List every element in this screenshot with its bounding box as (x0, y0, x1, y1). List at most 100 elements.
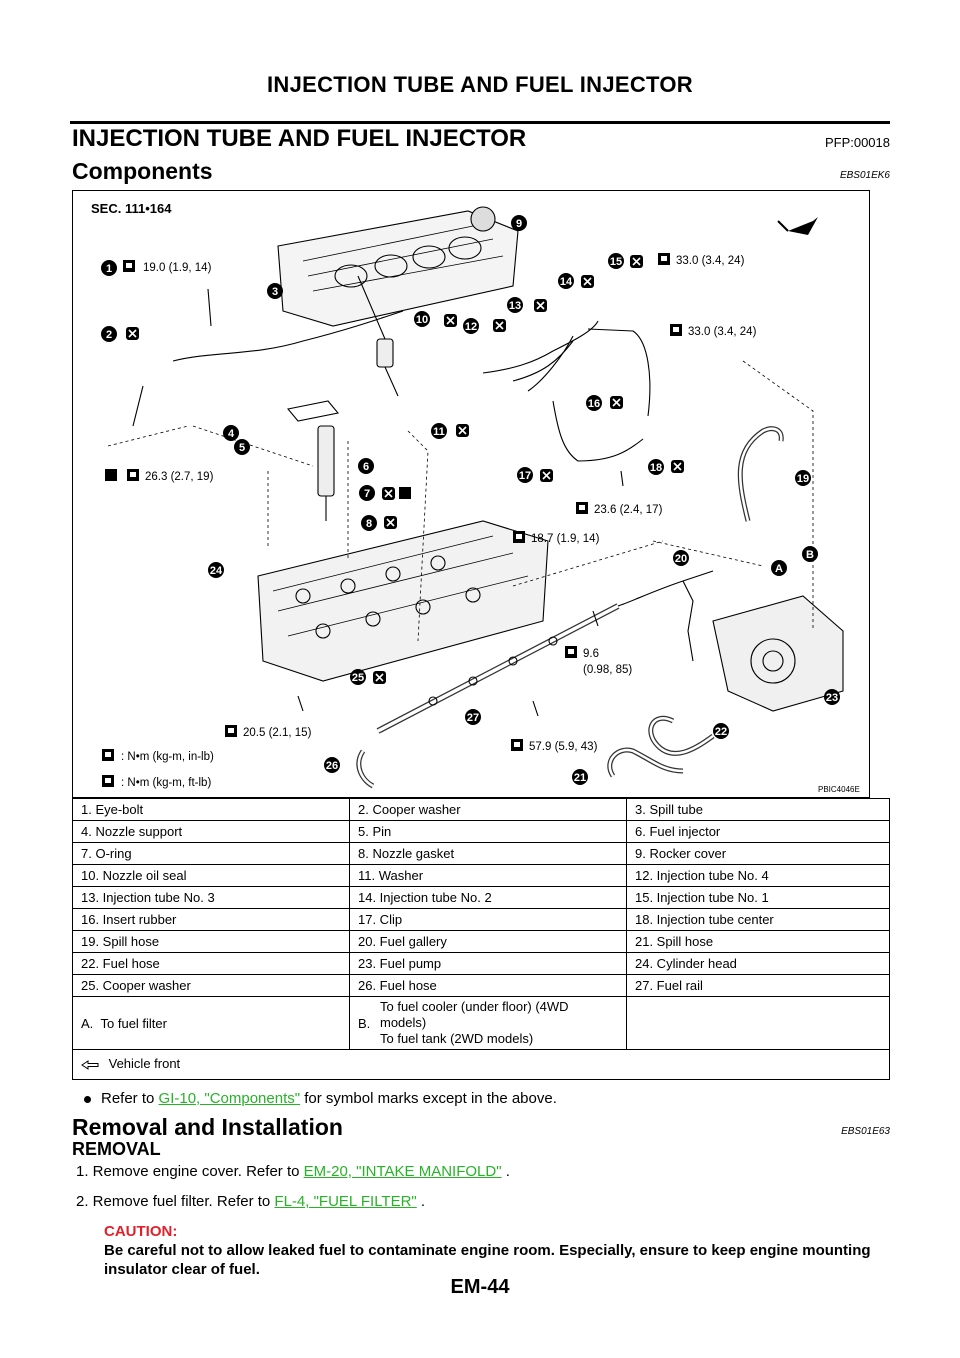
svg-text:26: 26 (326, 760, 338, 772)
svg-text:25: 25 (352, 672, 364, 684)
svg-text:15: 15 (610, 256, 622, 268)
torque-rail-end: 57.9 (5.9, 43) (529, 741, 598, 753)
svg-text:16: 16 (588, 398, 600, 410)
callout-16: 16 (586, 395, 602, 411)
section-title: INJECTION TUBE AND FUEL INJECTOR (72, 125, 527, 152)
svg-text:19: 19 (797, 473, 809, 485)
callout-22: 22 (713, 723, 729, 739)
callout-1: 1 (101, 260, 117, 276)
legend-ftlb: : N•m (kg-m, ft-lb) (121, 777, 211, 789)
callout-9: 9 (511, 215, 527, 231)
svg-text:B: B (806, 549, 814, 561)
link-fl-4[interactable]: FL-4, "FUEL FILTER" (274, 1193, 417, 1210)
torque-rail-bolt: 20.5 (2.1, 15) (243, 727, 312, 739)
callout-26: 26 (324, 757, 340, 773)
callout-4: 4 (223, 425, 239, 441)
torque-center: 33.0 (3.4, 24) (688, 326, 757, 338)
svg-text:23: 23 (826, 692, 838, 704)
svg-text:1: 1 (106, 263, 112, 275)
callout-19: 19 (795, 470, 811, 486)
removal-title: Removal and Installation (72, 1114, 343, 1140)
callout-27: 27 (465, 709, 481, 725)
svg-text:14: 14 (560, 276, 573, 288)
callout-6: 6 (358, 458, 374, 474)
figure-id: PBIC4046E (818, 785, 860, 794)
bullet-icon (84, 1095, 91, 1103)
callout-23: 23 (824, 689, 840, 705)
removal-code: EBS01E63 (841, 1126, 890, 1137)
sec-label: SEC. 111•164 (91, 201, 172, 216)
svg-text:5: 5 (239, 442, 245, 454)
removal-subtitle: REMOVAL (72, 1139, 161, 1159)
link-em-20[interactable]: EM-20, "INTAKE MANIFOLD" (303, 1163, 502, 1180)
components-code: EBS01EK6 (839, 170, 890, 181)
callout-2: 2 (101, 326, 117, 342)
svg-text:24: 24 (210, 565, 223, 577)
torque-gallery: 18.7 (1.9, 14) (531, 533, 600, 545)
exploded-view-svg: 1 2 3 4 5 6 7 8 9 10 11 12 13 14 15 16 1… (91, 201, 860, 794)
torque-rail-a: 9.6 (583, 648, 599, 660)
callout-18: 18 (648, 459, 664, 475)
callout-12: 12 (463, 318, 479, 334)
callout-14: 14 (558, 273, 574, 289)
svg-text:A: A (775, 563, 783, 575)
svg-text:4: 4 (228, 428, 235, 440)
svg-text:7: 7 (364, 488, 370, 500)
callout-3: 3 (267, 283, 283, 299)
callout-11: 11 (431, 423, 447, 439)
svg-text:21: 21 (574, 772, 586, 784)
components-diagram: 1 2 3 4 5 6 7 8 9 10 11 12 13 14 15 16 1… (72, 190, 870, 798)
caution-text: Be careful not to allow leaked fuel to c… (104, 1242, 871, 1278)
svg-text:27: 27 (467, 712, 479, 724)
svg-text:22: 22 (715, 726, 727, 738)
legend-inlb: : N•m (kg-m, in-lb) (121, 751, 214, 763)
callout-15: 15 (608, 253, 624, 269)
svg-text:18: 18 (650, 462, 662, 474)
callout-13: 13 (507, 297, 523, 313)
callout-20: 20 (673, 550, 689, 566)
callout-A: A (771, 560, 787, 576)
step-1: 1. Remove engine cover. Refer to EM-20, … (76, 1163, 510, 1180)
svg-text:2: 2 (106, 329, 112, 341)
section-code: PFP:00018 (824, 135, 890, 150)
svg-text:6: 6 (363, 461, 369, 473)
table-row: A. To fuel filter B. To fuel cooler (und… (72, 996, 890, 1050)
page-number: EM-44 (450, 1276, 510, 1298)
callout-7: 7 (359, 485, 375, 501)
svg-text:8: 8 (366, 518, 372, 530)
vehicle-front-arrow-icon (81, 1058, 105, 1073)
torque-15: 33.0 (3.4, 24) (676, 255, 745, 267)
torque-nozzle: 26.3 (2.7, 19) (145, 471, 214, 483)
callout-21: 21 (572, 769, 588, 785)
front-arrow-icon (788, 217, 818, 235)
callout-8: 8 (361, 515, 377, 531)
svg-text:20: 20 (675, 553, 687, 565)
callout-B: B (802, 546, 818, 562)
callout-17: 17 (517, 467, 533, 483)
svg-text:17: 17 (519, 470, 531, 482)
svg-text:11: 11 (433, 426, 445, 438)
step-2: 2. Remove fuel filter. Refer to FL-4, "F… (76, 1193, 426, 1210)
link-gi-10[interactable]: GI-10, "Components" (158, 1090, 301, 1107)
table-row: Vehicle front (72, 1049, 890, 1080)
svg-text:9: 9 (516, 218, 522, 230)
svg-text:13: 13 (509, 300, 521, 312)
torque-1: 19.0 (1.9, 14) (143, 262, 212, 274)
callout-25: 25 (350, 669, 366, 685)
symbol-note: Refer to GI-10, "Components" for symbol … (84, 1090, 557, 1107)
svg-text:10: 10 (416, 314, 428, 326)
callout-24: 24 (208, 562, 224, 578)
torque-clip: 23.6 (2.4, 17) (594, 504, 663, 516)
callout-10: 10 (414, 311, 430, 327)
svg-text:3: 3 (272, 286, 278, 298)
caution-label: CAUTION: (104, 1223, 178, 1240)
svg-text:12: 12 (465, 321, 477, 333)
